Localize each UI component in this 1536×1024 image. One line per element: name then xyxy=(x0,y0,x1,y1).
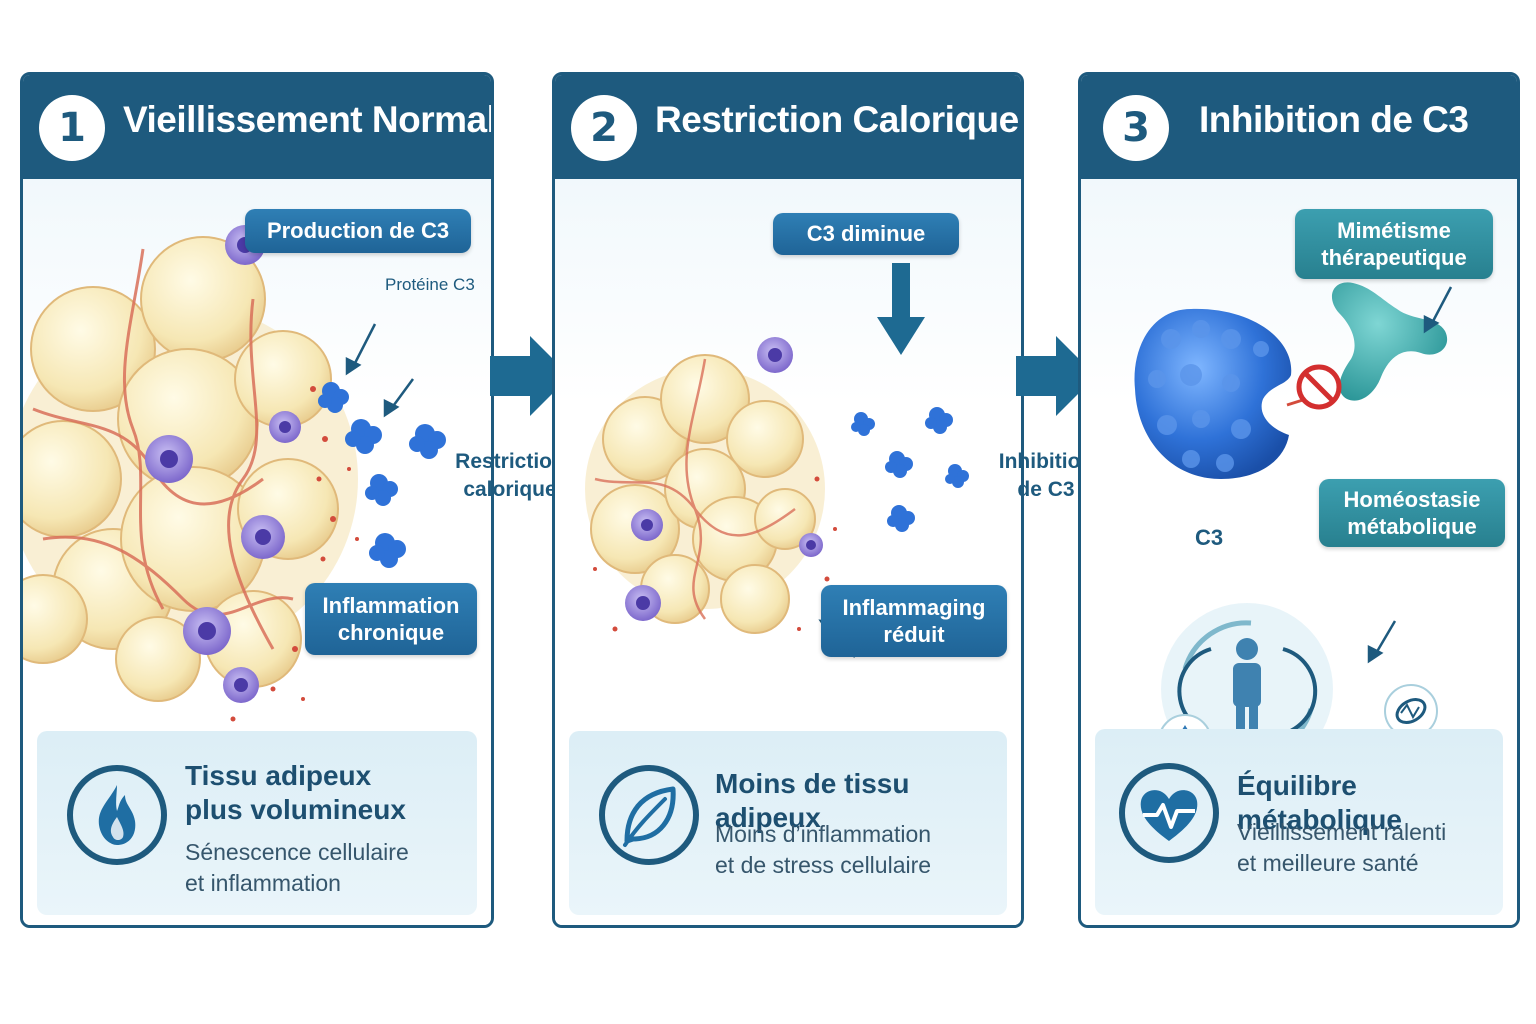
c3-proteins xyxy=(318,382,446,568)
production-c3-label: Production de C3 xyxy=(245,209,471,253)
mitochondria-icon xyxy=(1384,684,1438,738)
transition-arrow-1 xyxy=(490,336,570,416)
decrease-arrow xyxy=(877,263,925,355)
c3-decrease-label: C3 diminue xyxy=(773,213,959,255)
panel-header: 1 Vieillissement Normal xyxy=(23,75,491,179)
summary-title: Moins de tissu adipeux xyxy=(715,768,910,833)
transition-arrow-2 xyxy=(1016,336,1096,416)
immune-cells xyxy=(625,337,823,621)
c3-label: C3 xyxy=(1195,525,1224,550)
adipose-tissue-illustration xyxy=(23,225,446,722)
blood-vessels xyxy=(594,358,796,620)
flame-icon xyxy=(67,765,167,865)
therapeutic-inhibitor xyxy=(1331,282,1448,401)
inflammation-dots xyxy=(593,476,837,632)
c3-protein-large xyxy=(1134,308,1292,479)
summary-box: Moins de tissu adipeux Moins d’inflammat… xyxy=(569,731,1007,915)
panel-title: Inhibition de C3 xyxy=(1199,99,1469,140)
panel-normal-aging: 1 Vieillissement Normal xyxy=(20,72,494,928)
panel-c3-inhibition: 3 Inhibition de C3 xyxy=(1078,72,1520,928)
panel-header: 2 Restriction Calorique xyxy=(555,75,1021,179)
reduced-adipose-illustration xyxy=(585,263,969,658)
summary-title: Équilibre métabolique xyxy=(1237,770,1402,835)
heart-pulse-icon xyxy=(1119,763,1219,863)
panel-title: Vieillissement Normal xyxy=(123,99,494,140)
c3-proteins xyxy=(851,407,969,532)
panel-header: 3 Inhibition de C3 xyxy=(1081,75,1517,179)
panel-title: Restriction Calorique xyxy=(655,99,1019,140)
protein-c3-label: Protéine C3 xyxy=(385,275,475,294)
panel-caloric-restriction: 2 Restriction Calorique xyxy=(552,72,1024,928)
leaf-icon xyxy=(599,765,699,865)
fat-cell-cluster xyxy=(23,236,358,702)
summary-box: Équilibre métabolique Vieillissement ral… xyxy=(1095,729,1503,915)
step-number: 2 xyxy=(571,95,637,161)
block-icon xyxy=(1286,364,1342,410)
step-number: 1 xyxy=(39,95,105,161)
panel-body: Production de C3 Protéine C3 Inflammatio… xyxy=(23,179,491,925)
step-number: 3 xyxy=(1103,95,1169,161)
fat-cell-cluster xyxy=(585,354,825,634)
pointer-arrows xyxy=(1367,286,1453,664)
